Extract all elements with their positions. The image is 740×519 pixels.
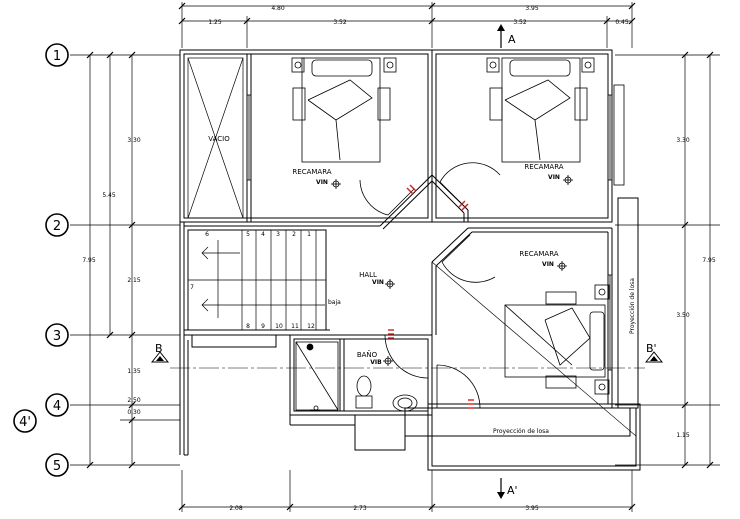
dim-left-3: 1.35 — [127, 368, 141, 375]
svg-text:3: 3 — [53, 329, 61, 344]
dimension-lines — [70, 2, 720, 512]
dim-left-2: 2.15 — [127, 277, 141, 284]
section-mark-b-left: B — [150, 342, 170, 363]
dim-top-overall-2: 3.95 — [525, 5, 539, 12]
section-mark-a-top: A — [497, 24, 516, 48]
axis-bubble-1: 1 — [45, 43, 69, 67]
room-label-recamara-3: RECAMARA — [519, 250, 558, 258]
dimension-ticks — [86, 2, 714, 511]
room-label-vacio: VACIO — [208, 135, 230, 143]
axis-bubble-3: 3 — [45, 323, 69, 347]
dim-left-mid: 5.45 — [102, 192, 116, 199]
vacio-void-cross — [187, 57, 244, 219]
slab-projection-label-right: Proyección de losa — [629, 278, 636, 334]
dim-top-overall-1: 4.80 — [271, 5, 285, 12]
section-mark-b-right: B' — [644, 342, 664, 363]
dim-left-4: 2.50 — [127, 397, 141, 404]
level-mark-hall: VIN — [372, 279, 384, 286]
level-mark-recamara-2: VIN — [548, 174, 560, 181]
dim-left-1: 3.30 — [127, 137, 141, 144]
axis-bubble-4-prime: 4' — [13, 409, 37, 433]
svg-text:7: 7 — [190, 284, 194, 291]
svg-text:4: 4 — [53, 399, 61, 414]
svg-text:A: A — [508, 33, 516, 46]
svg-text:5: 5 — [53, 459, 61, 474]
room-labels: VACIO RECAMARA VIN RECAMARA VIN RECAMARA… — [208, 135, 564, 366]
level-mark-recamara-3: VIN — [542, 261, 554, 268]
stair-numbers: 6 5 4 3 2 1 7 8 9 10 11 12 baja — [190, 231, 341, 330]
level-target-symbols — [331, 175, 573, 366]
dim-left-total: 7.95 — [82, 257, 96, 264]
dim-right-1: 3.30 — [676, 137, 690, 144]
level-mark-recamara-1: VIN — [316, 179, 328, 186]
svg-text:6: 6 — [205, 231, 209, 238]
bed-3 — [504, 284, 610, 395]
svg-text:12: 12 — [307, 323, 315, 330]
dim-bottom-3: 3.95 — [525, 505, 539, 512]
room-label-bano: BAÑO — [357, 350, 378, 359]
stair-note-baja: baja — [328, 299, 341, 306]
room-label-recamara-2: RECAMARA — [524, 163, 563, 171]
bathroom-fixtures — [295, 341, 418, 412]
svg-text:2: 2 — [53, 219, 61, 234]
svg-text:11: 11 — [291, 323, 299, 330]
svg-text:1: 1 — [53, 49, 61, 64]
dimension-texts: 4.80 3.95 1.25 3.52 3.52 0.45 2.08 2.73 … — [82, 5, 716, 512]
svg-text:4: 4 — [261, 231, 265, 238]
room-label-hall: HALL — [359, 271, 377, 279]
dim-bottom-2: 2.73 — [353, 505, 367, 512]
dim-left-5: 0.30 — [127, 409, 141, 416]
bed-1 — [291, 57, 397, 163]
axis-bubble-5: 5 — [45, 453, 69, 477]
grid-axis-markers: 1 2 3 4 4' 5 — [13, 43, 69, 477]
axis-bubble-4: 4 — [45, 393, 69, 417]
dim-bottom-1: 2.08 — [229, 505, 243, 512]
svg-text:9: 9 — [261, 323, 265, 330]
dim-top-partial-1: 1.25 — [208, 19, 222, 26]
svg-text:2: 2 — [292, 231, 296, 238]
svg-text:B: B — [155, 342, 163, 355]
svg-text:5: 5 — [246, 231, 250, 238]
svg-text:8: 8 — [246, 323, 250, 330]
door-marks-red — [388, 184, 474, 409]
dim-right-total: 7.95 — [702, 257, 716, 264]
level-mark-bano: VIB — [370, 359, 382, 366]
dim-top-partial-2: 3.52 — [333, 19, 347, 26]
slab-projection-lines — [431, 261, 637, 437]
room-label-recamara-1: RECAMARA — [292, 168, 331, 176]
doors — [359, 162, 501, 409]
dim-right-3: 1.15 — [676, 432, 690, 439]
dim-top-partial-3: 3.52 — [513, 19, 527, 26]
svg-text:A': A' — [507, 484, 518, 497]
svg-text:10: 10 — [275, 323, 283, 330]
svg-text:3: 3 — [276, 231, 280, 238]
dim-top-partial-4: 0.45 — [615, 19, 629, 26]
section-mark-a-bottom: A' — [497, 478, 518, 499]
axis-bubble-2: 2 — [45, 213, 69, 237]
svg-text:B': B' — [646, 342, 657, 355]
slab-projection-label-bottom: Proyección de losa — [493, 428, 549, 435]
windows — [246, 84, 625, 371]
bed-2 — [486, 57, 595, 163]
dim-right-2: 3.50 — [676, 312, 690, 319]
stairs — [188, 230, 326, 330]
svg-text:4': 4' — [19, 415, 31, 430]
section-markers: A A' B B' — [150, 24, 664, 499]
svg-text:1: 1 — [307, 231, 311, 238]
